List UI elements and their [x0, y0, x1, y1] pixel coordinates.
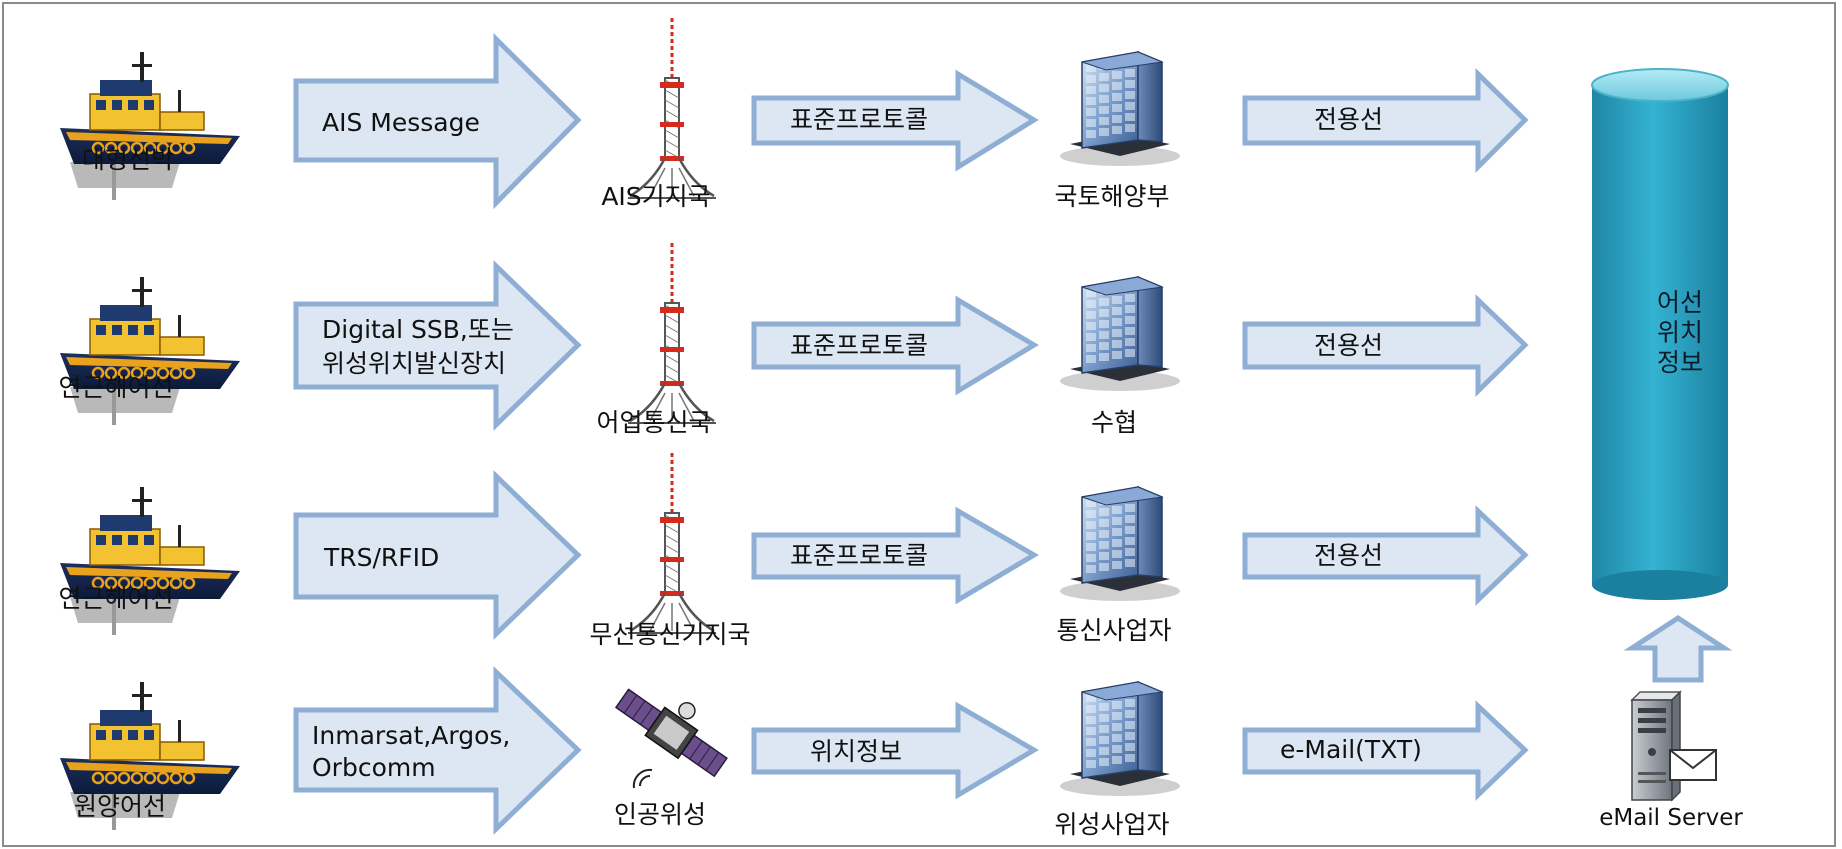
protocol-arrows	[751, 69, 1039, 800]
ship-label-2: 연근해어선	[58, 373, 174, 402]
channel-arrow-2	[293, 260, 582, 431]
office-building-icon	[1060, 680, 1180, 796]
channel-arrow-4	[293, 666, 582, 835]
station-label-4: 인공위성	[613, 800, 707, 829]
protocol-label-3: 표준프로토콜	[790, 541, 929, 570]
link-arrow-4	[1242, 700, 1529, 801]
channel-label-3: TRS/RFID	[324, 543, 440, 572]
ships-group	[60, 52, 240, 830]
operator-label-3: 통신사업자	[1056, 616, 1172, 645]
office-building-icon	[1060, 485, 1180, 601]
office-building-icon	[1060, 275, 1180, 391]
link-label-3: 전용선	[1314, 541, 1384, 570]
stations-group	[614, 18, 728, 789]
link-arrow-2	[1242, 294, 1529, 397]
link-label-1: 전용선	[1314, 105, 1384, 134]
satellite-icon	[614, 688, 728, 778]
operator-label-1: 국토해양부	[1054, 182, 1170, 211]
tugboat-icon	[60, 487, 240, 635]
station-label-3: 무선통신기지국	[589, 620, 751, 649]
protocol-arrow-1	[751, 69, 1039, 172]
database-label: 어선 위치 정보	[1656, 288, 1703, 377]
radio-tower-icon	[628, 243, 716, 424]
link-arrows	[1242, 68, 1529, 801]
channel-label-4: Inmarsat,Argos, Orbcomm	[312, 721, 511, 782]
channel-label-2: Digital SSB,또는 위성위치발신장치	[322, 315, 514, 378]
ship-label-4: 원양어선	[73, 792, 167, 821]
channel-label-1: AIS Message	[322, 108, 480, 137]
database-cylinder-icon	[1591, 68, 1729, 600]
link-arrow-3	[1242, 505, 1529, 606]
ship-label-1: 대형선박	[81, 145, 175, 174]
tugboat-icon	[60, 682, 240, 830]
station-label-1: AIS기지국	[601, 182, 711, 211]
operator-label-4: 위성사업자	[1054, 810, 1170, 839]
link-arrow-1	[1242, 68, 1529, 174]
tugboat-icon	[60, 52, 240, 200]
link-label-2: 전용선	[1314, 331, 1384, 360]
email-server-label: eMail Server	[1599, 805, 1743, 831]
channel-arrow-3	[293, 470, 582, 640]
protocol-label-4: 위치정보	[810, 737, 903, 766]
radio-tower-icon	[628, 453, 716, 634]
office-building-icon	[1060, 50, 1180, 166]
channel-arrow-1	[293, 33, 582, 210]
channel-arrows	[293, 33, 582, 835]
ship-label-3: 연근해어선	[58, 584, 174, 613]
link-label-4: e-Mail(TXT)	[1280, 735, 1422, 764]
server-to-database-arrow	[1623, 615, 1733, 683]
signal-waves	[632, 768, 653, 789]
station-label-2: 어업통신국	[596, 408, 712, 437]
buildings-group	[1060, 50, 1180, 796]
protocol-label-1: 표준프로토콜	[790, 105, 929, 134]
tugboat-icon	[60, 277, 240, 425]
operator-label-2: 수협	[1090, 408, 1138, 437]
email-server-icon	[1630, 690, 1717, 802]
protocol-label-2: 표준프로토콜	[790, 331, 929, 360]
protocol-arrow-3	[751, 506, 1039, 605]
radio-tower-icon	[628, 18, 716, 199]
protocol-arrow-2	[751, 295, 1039, 396]
protocol-arrow-4	[751, 701, 1039, 800]
